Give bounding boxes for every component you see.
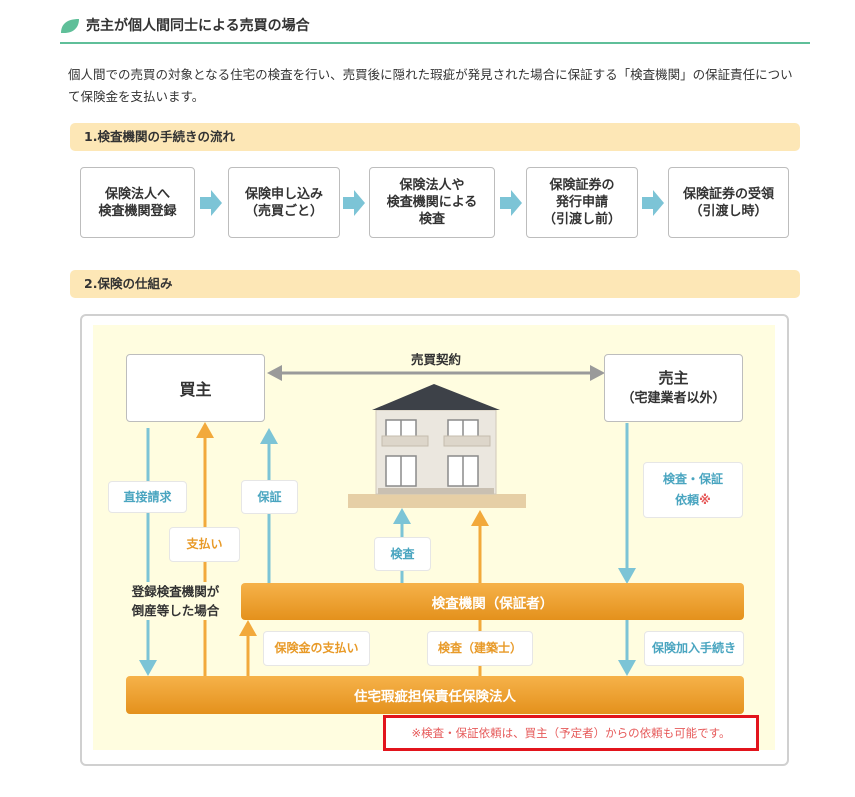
step-inspection: 保険法人や 検査機関による 検査 (369, 167, 495, 238)
seller-box: 売主 （宅建業者以外） (604, 354, 743, 422)
insurance-payment-tag: 保険金の支払い (263, 631, 370, 666)
architect-inspection-arrow-head (471, 510, 489, 526)
note-box: ※検査・保証依頼は、買主（予定者）からの依頼も可能です。 (383, 715, 759, 751)
contract-arrow-left-head (267, 365, 282, 381)
request-tag-mark: ※ (699, 493, 711, 507)
payment-tag: 支払い (169, 527, 240, 562)
step-apply: 保険申し込み （売買ごと） (228, 167, 340, 238)
section-procedure-title: 1.検査機関の手続きの流れ (70, 123, 800, 151)
request-arrow-head (618, 568, 636, 584)
request-tag-main: 検査・保証 (662, 472, 723, 486)
leaf-icon (61, 19, 79, 33)
contract-label: 売買契約 (410, 352, 461, 367)
flow-arrow-icon (343, 190, 365, 216)
inspection-arrow-head (393, 508, 411, 524)
payment-arrow-head (196, 422, 214, 438)
direct-claim-tag: 直接請求 (108, 481, 187, 513)
direct-claim-arrow-head (139, 660, 157, 676)
intro-text: 個人間での売買の対象となる住宅の検査を行い、売買後に隠れた瑕疵が発見された場合に… (68, 67, 793, 104)
seller-sub-label: （宅建業者以外） (621, 391, 726, 406)
request-tag-sub: 依頼 (675, 493, 700, 507)
guarantee-tag: 保証 (241, 480, 298, 514)
buyer-label: 買主 (179, 380, 212, 399)
note-text: ※検査・保証依頼は、買主（予定者）からの依頼も可能です。 (411, 726, 731, 740)
step-register: 保険法人へ 検査機関登録 (80, 167, 195, 238)
step-certificate-request: 保険証券の 発行申請 （引渡し前） (526, 167, 638, 238)
buyer-box: 買主 (126, 354, 265, 422)
step-certificate-receipt: 保険証券の受領 （引渡し時） (668, 167, 789, 238)
flow-arrow-icon (200, 190, 222, 216)
request-tag: 検査・保証 依頼※ (643, 462, 743, 518)
request-tag-sub-wrap: 依頼※ (675, 490, 711, 511)
insurer-bar: 住宅瑕疵担保責任保険法人 (126, 676, 744, 714)
seller-label: 売主 (658, 369, 689, 387)
page-title: 売主が個人間同士による売買の場合 (86, 18, 310, 34)
inspection-tag: 検査 (374, 537, 431, 571)
flow-arrow-icon (642, 190, 664, 216)
bankruptcy-label: 登録検査機関が 倒産等した場合 (118, 582, 233, 620)
inspector-bar: 検査機関（保証者） (241, 583, 744, 620)
enrollment-arrow-head (618, 660, 636, 676)
contract-arrow-right-head (590, 365, 605, 381)
insurance-payment-arrow-head (239, 620, 257, 636)
enrollment-tag: 保険加入手続き (644, 631, 744, 666)
section-mechanism-title: 2.保険の仕組み (70, 270, 800, 298)
guarantee-arrow-head (260, 428, 278, 444)
architect-inspection-tag: 検査（建築士） (427, 631, 533, 666)
flow-arrow-icon (500, 190, 522, 216)
title-divider (60, 42, 810, 44)
house-icon (348, 384, 526, 508)
